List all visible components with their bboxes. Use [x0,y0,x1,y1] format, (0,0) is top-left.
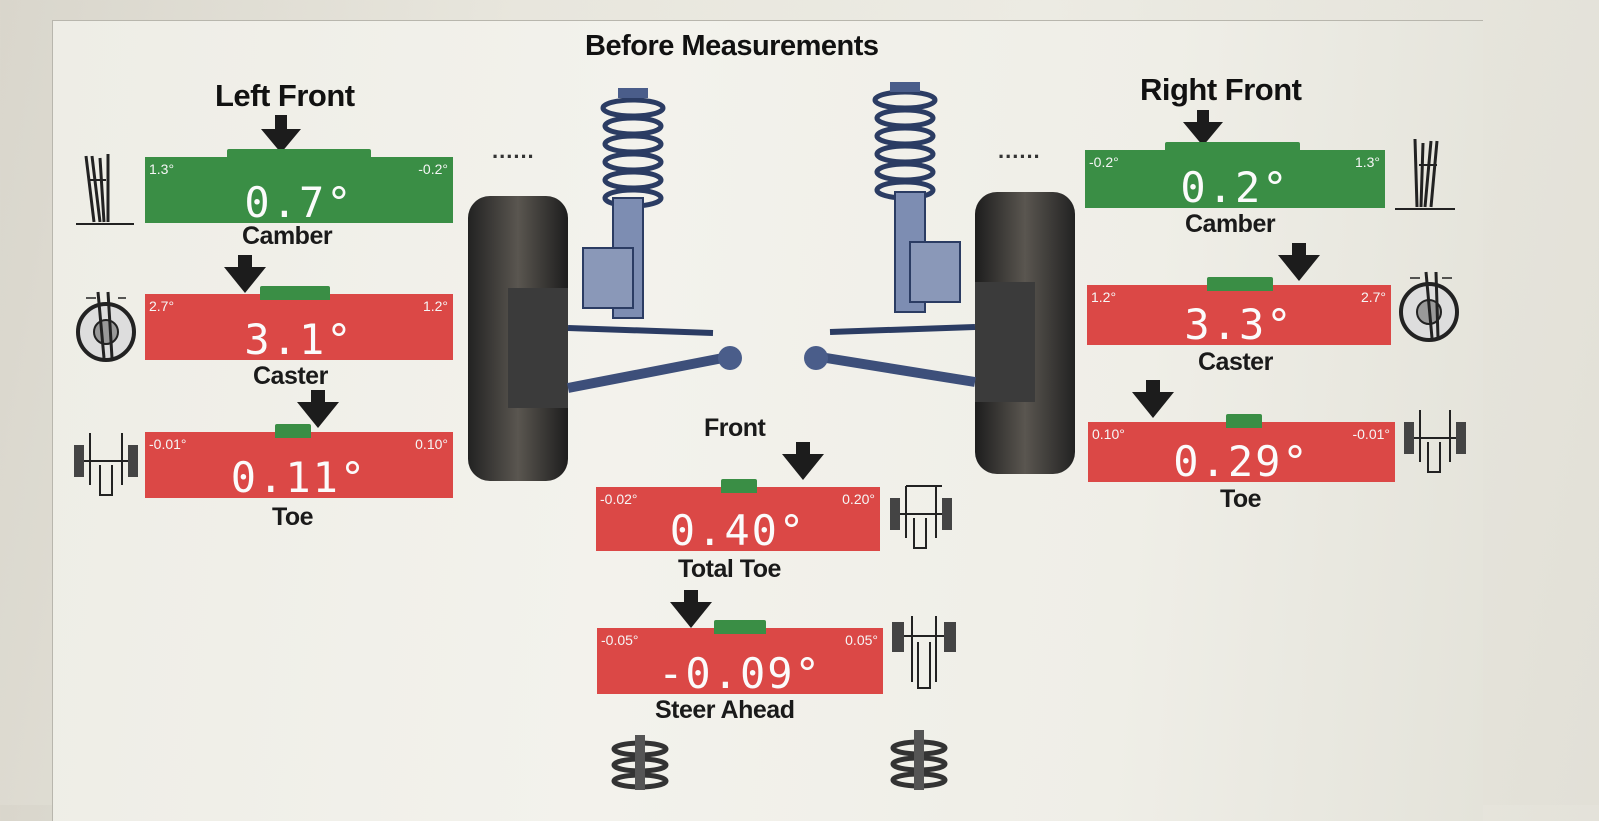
right-toe-icon [1404,410,1466,473]
left-toe-icon [74,433,138,496]
left-caster-high-limit: 1.2° [422,298,448,314]
bottom-right-spring-icon [890,730,948,790]
right-caster-gauge: 1.2° 2.7° 3.3° [1087,277,1391,349]
right-camber-label: Camber [1185,210,1276,238]
right-toe-value: 0.29° [1173,437,1310,486]
left-toe-gauge: -0.01° 0.10° 0.11° [145,424,453,502]
right-camber-gauge: -0.2° 1.3° 0.2° [1085,142,1385,212]
left-toe-spec-band [275,424,311,438]
right-toe-gauge: 0.10° -0.01° 0.29° [1088,414,1395,486]
right-camber-low-limit: -0.2° [1089,154,1119,170]
bottom-left-spring-icon [611,735,669,790]
total-toe-gauge: -0.02° 0.20° 0.40° [596,479,880,555]
right-caster-low-limit: 1.2° [1091,289,1117,305]
total-toe-label: Total Toe [678,555,781,583]
left-dots: ...... [492,138,535,163]
left-toe-value: 0.11° [230,453,368,502]
right-toe-low-limit: 0.10° [1092,426,1125,442]
total-toe-arrow-icon [782,442,824,480]
steer-ahead-value: -0.09° [658,649,822,698]
right-caster-label: Caster [1198,348,1273,376]
total-toe-low-limit: -0.02° [600,491,638,507]
left-wheel-suspension-icon [468,88,742,481]
right-caster-icon [1399,271,1459,342]
left-camber-low-limit: 1.3° [149,161,175,177]
steer-ahead-icon [892,616,956,689]
steer-ahead-high-limit: 0.05° [845,632,878,648]
right-dots: ...... [998,138,1041,163]
steer-ahead-label: Steer Ahead [655,696,795,724]
right-camber-icon [1395,138,1455,210]
left-camber-high-limit: -0.2° [418,161,448,177]
right-caster-arrow-icon [1278,243,1320,281]
front-heading: Front [704,414,766,442]
left-camber-value: 0.7° [244,178,354,227]
left-toe-label: Toe [272,503,314,531]
total-toe-spec-band [721,479,757,493]
right-camber-spec-band [1165,142,1300,156]
left-caster-low-limit: 2.7° [149,298,175,314]
steer-ahead-arrow-icon [670,590,712,628]
right-toe-arrow-icon [1132,380,1174,418]
left-caster-arrow-icon [224,255,266,293]
total-toe-value: 0.40° [669,506,807,555]
left-caster-icon [76,291,136,362]
right-camber-value: 0.2° [1180,163,1290,212]
left-toe-high-limit: 0.10° [415,436,448,452]
left-toe-arrow-icon [297,390,339,428]
left-camber-label: Camber [242,222,333,250]
steer-ahead-gauge: -0.05° 0.05° -0.09° [597,620,883,698]
steer-ahead-spec-band [714,620,766,634]
steer-ahead-low-limit: -0.05° [601,632,639,648]
total-toe-high-limit: 0.20° [842,491,875,507]
right-wheel-suspension-icon [804,82,1075,474]
left-camber-icon [76,154,134,225]
left-caster-gauge: 2.7° 1.2° 3.1° [145,286,453,364]
total-toe-icon [890,485,952,549]
left-caster-value: 3.1° [244,315,354,364]
left-camber-spec-band [227,149,371,163]
right-camber-high-limit: 1.3° [1354,154,1380,170]
left-caster-spec-band [260,286,330,300]
right-caster-high-limit: 2.7° [1360,289,1386,305]
right-caster-value: 3.3° [1184,300,1294,349]
left-caster-label: Caster [253,362,328,390]
right-toe-label: Toe [1220,485,1262,513]
left-camber-gauge: 1.3° -0.2° 0.7° [145,149,453,227]
right-toe-spec-band [1226,414,1262,428]
page-title: Before Measurements [585,30,879,62]
left-front-heading: Left Front [215,78,355,113]
right-front-heading: Right Front [1140,72,1302,107]
right-caster-spec-band [1207,277,1273,291]
left-toe-low-limit: -0.01° [149,436,187,452]
right-toe-high-limit: -0.01° [1352,426,1390,442]
